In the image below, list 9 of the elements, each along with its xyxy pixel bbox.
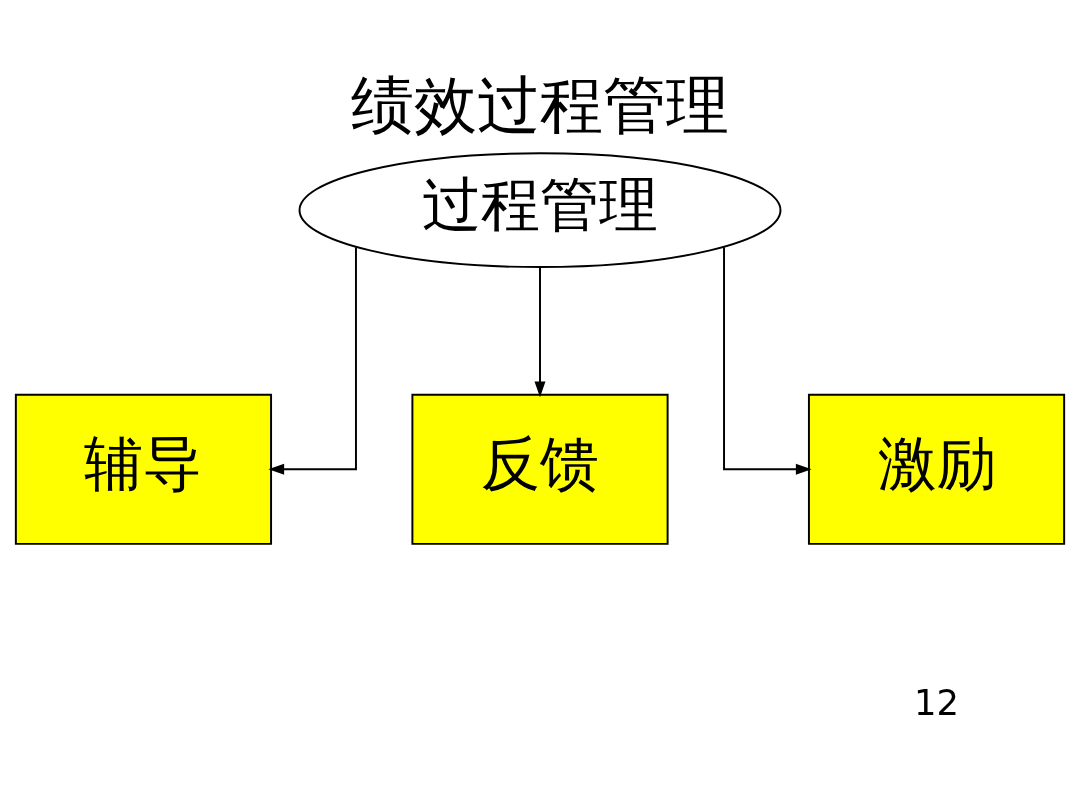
arrow: [534, 266, 546, 397]
node-box: 激励: [807, 393, 1066, 545]
arrow: [723, 245, 812, 475]
node-ellipse: 过程管理: [298, 151, 782, 268]
label: 12: [914, 681, 960, 723]
arrow: [268, 245, 357, 475]
node-box: 反馈: [411, 393, 669, 545]
diagram-title: 绩效过程管理: [351, 68, 729, 142]
node-box: 辅导: [14, 393, 273, 545]
